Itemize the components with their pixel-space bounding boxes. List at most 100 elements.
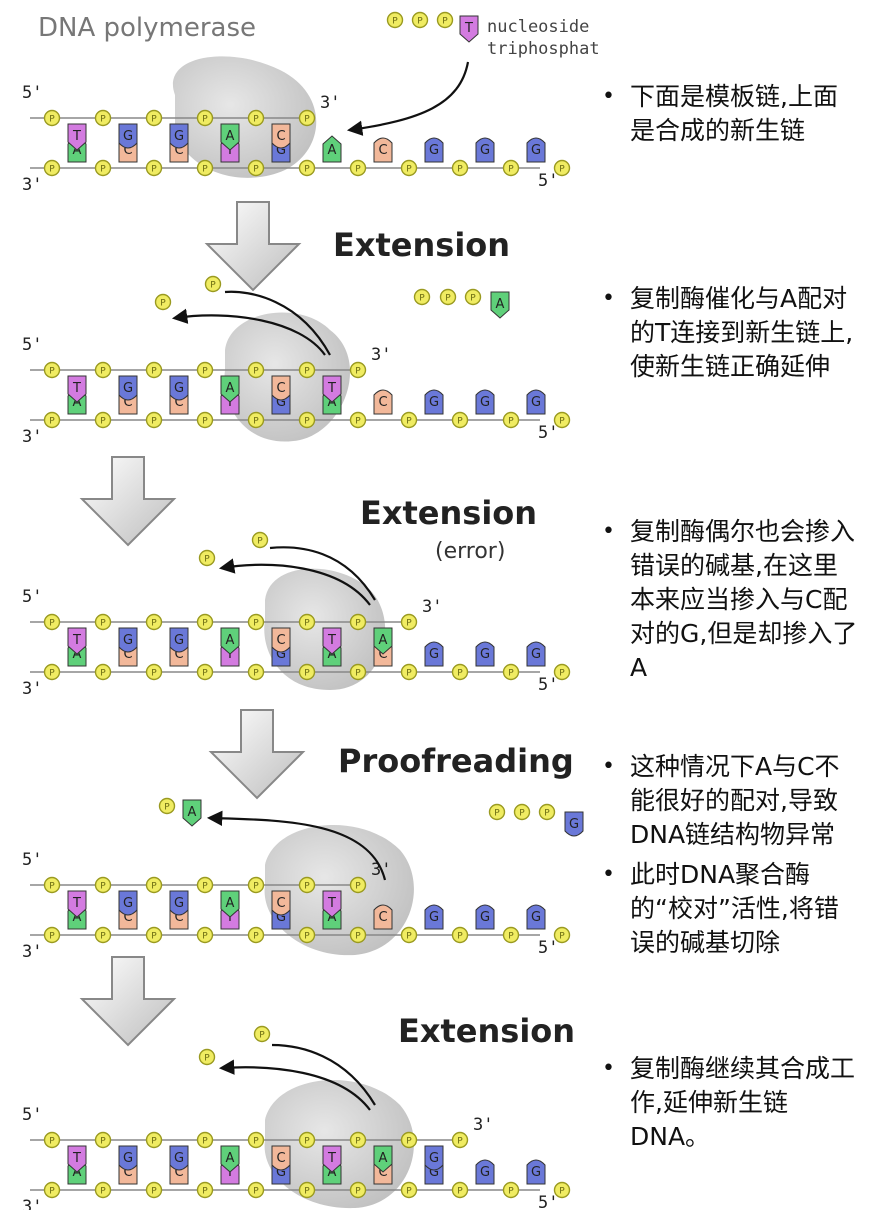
phosphate bbox=[553, 1181, 571, 1199]
base bbox=[373, 627, 393, 655]
phosphate bbox=[145, 926, 163, 944]
base bbox=[424, 137, 444, 163]
base-letter: C bbox=[276, 1151, 285, 1166]
phosphate-label: P bbox=[406, 1187, 412, 1197]
phosphate-label: P bbox=[406, 1137, 412, 1147]
phosphate bbox=[413, 288, 431, 306]
phosphate bbox=[464, 288, 482, 306]
phosphate bbox=[247, 876, 265, 894]
phosphate-label: P bbox=[210, 281, 216, 291]
phosphate-label: P bbox=[100, 882, 106, 892]
base-letter: T bbox=[72, 633, 81, 648]
phosphate bbox=[400, 613, 418, 631]
phosphate-label: P bbox=[100, 115, 106, 125]
phosphate-label: P bbox=[419, 294, 425, 304]
phosphate bbox=[298, 109, 316, 127]
base-letter: G bbox=[531, 143, 541, 158]
phosphate-label: P bbox=[100, 932, 106, 942]
base-letter: A bbox=[188, 805, 197, 820]
phosphate-label: P bbox=[508, 165, 514, 175]
phosphate bbox=[400, 411, 418, 429]
phosphate-label: P bbox=[304, 669, 310, 679]
phosphate bbox=[400, 1131, 418, 1149]
base bbox=[322, 1145, 342, 1173]
base bbox=[373, 137, 393, 163]
base-letter: T bbox=[72, 381, 81, 396]
phosphate bbox=[145, 1181, 163, 1199]
phosphate bbox=[94, 663, 112, 681]
phosphate bbox=[400, 926, 418, 944]
phosphate bbox=[538, 803, 556, 821]
nucleotide-label-line2: triphosphat bbox=[487, 39, 600, 59]
base bbox=[271, 375, 291, 401]
base bbox=[373, 389, 393, 415]
base bbox=[118, 375, 138, 401]
phosphate bbox=[43, 1181, 61, 1199]
phosphate bbox=[436, 11, 454, 29]
phosphate-label: P bbox=[253, 165, 259, 175]
phosphate bbox=[247, 663, 265, 681]
phosphate bbox=[196, 663, 214, 681]
base bbox=[373, 1145, 393, 1173]
phosphate-label: P bbox=[406, 165, 412, 175]
phosphate-label: P bbox=[253, 115, 259, 125]
base bbox=[322, 890, 342, 918]
phosphate-label: P bbox=[304, 619, 310, 629]
base bbox=[118, 123, 138, 149]
base bbox=[424, 904, 444, 930]
phosphate-label: P bbox=[49, 882, 55, 892]
phosphate bbox=[145, 361, 163, 379]
phosphate bbox=[502, 1181, 520, 1199]
base-letter: T bbox=[225, 910, 234, 925]
five-prime-label: 5' bbox=[22, 335, 42, 355]
note-text: 下面是模板链,上面是合成的新生链 bbox=[630, 82, 838, 145]
dna-panel-4: 5'3'5'3'APCPCPTPGPAPCPGPGPGPPTPGPGPAPCPT… bbox=[22, 824, 571, 962]
phosphate bbox=[451, 411, 469, 429]
phosphate-label: P bbox=[49, 932, 55, 942]
note-text: 复制酶偶尔也会掺入错误的碱基,在这里本来应当掺入与C配对的G,但是却掺入了A bbox=[630, 517, 858, 682]
phosphate bbox=[298, 159, 316, 177]
five-prime-label-end: 5' bbox=[538, 1193, 558, 1210]
base-letter: T bbox=[225, 1165, 234, 1180]
three-prime-label-end: 3' bbox=[371, 345, 391, 365]
base-letter: A bbox=[226, 129, 235, 144]
phosphate bbox=[43, 109, 61, 127]
base bbox=[220, 123, 240, 151]
phosphate bbox=[94, 109, 112, 127]
phosphate-label: P bbox=[355, 669, 361, 679]
notes-column-5: •复制酶继续其合成工作,延伸新生链DNA。 bbox=[600, 1052, 860, 1160]
phosphate bbox=[198, 549, 216, 567]
base bbox=[118, 890, 138, 916]
notes-column: •下面是模板链,上面是合成的新生链 bbox=[600, 80, 860, 154]
phosphate-label: P bbox=[304, 1137, 310, 1147]
notes-column-3: •复制酶偶尔也会掺入错误的碱基,在这里本来应当掺入与C配对的G,但是却掺入了A bbox=[600, 515, 860, 691]
phosphate-label: P bbox=[457, 165, 463, 175]
stage-label-extension-error: Extension bbox=[360, 494, 537, 532]
phosphate-label: P bbox=[519, 809, 525, 819]
phosphate bbox=[349, 1181, 367, 1199]
phosphate-label: P bbox=[100, 417, 106, 427]
phosphate bbox=[386, 11, 404, 29]
phosphate-label: P bbox=[100, 367, 106, 377]
base-letter: G bbox=[276, 395, 286, 410]
phosphate-label: P bbox=[100, 1137, 106, 1147]
base-letter: T bbox=[72, 1151, 81, 1166]
phosphate-label: P bbox=[202, 669, 208, 679]
phosphate-label: P bbox=[151, 417, 157, 427]
note-1: •下面是模板链,上面是合成的新生链 bbox=[600, 80, 860, 148]
phosphate-label: P bbox=[508, 1187, 514, 1197]
phosphate bbox=[553, 926, 571, 944]
base-letter: T bbox=[327, 896, 336, 911]
phosphate bbox=[247, 361, 265, 379]
phosphate-label: P bbox=[559, 417, 565, 427]
phosphate bbox=[94, 411, 112, 429]
phosphate-label: P bbox=[253, 882, 259, 892]
phosphate bbox=[400, 1181, 418, 1199]
base bbox=[475, 389, 495, 415]
phosphate bbox=[349, 613, 367, 631]
excision-arrow bbox=[206, 810, 387, 881]
phosphate bbox=[451, 1131, 469, 1149]
phosphate bbox=[247, 926, 265, 944]
base bbox=[67, 1145, 87, 1173]
phosphate bbox=[502, 926, 520, 944]
